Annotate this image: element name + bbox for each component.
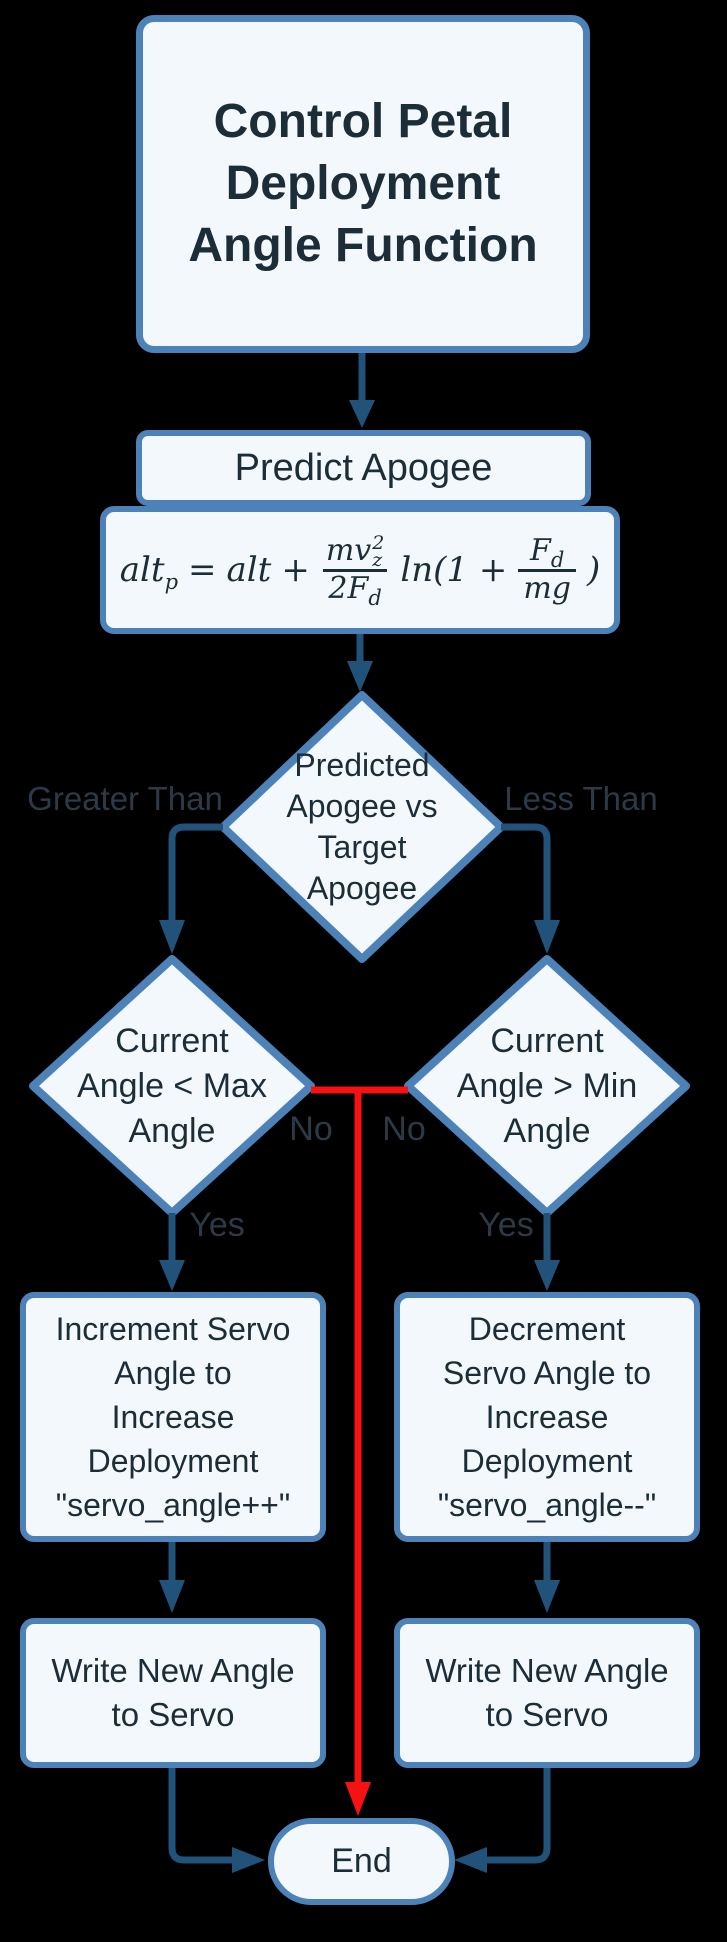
edge-title-to-predict (349, 353, 375, 428)
decision-max-label: Current Angle < Max Angle (77, 1021, 267, 1150)
formula-plus: + (281, 550, 310, 590)
edge-decrement-to-write (534, 1542, 560, 1613)
edge-label-no-right: No (382, 1110, 426, 1148)
edge-label-less-than: Less Than (504, 780, 658, 817)
edge-label-yes-left: Yes (189, 1206, 245, 1244)
formula-ln: ln(1 + (400, 550, 508, 590)
decrement-node: Decrement Servo Angle to Increase Deploy… (394, 1292, 700, 1542)
edge-greater-than (159, 823, 223, 954)
edge-less-than (501, 823, 560, 954)
formula-alt: alt (226, 550, 272, 590)
increment-node: Increment Servo Angle to Increase Deploy… (20, 1292, 326, 1542)
write-servo-left-node: Write New Angle to Servo (20, 1618, 326, 1768)
edge-write-left-to-end (168, 1768, 265, 1873)
edge-formula-to-decision (347, 632, 373, 692)
edge-yes-right (534, 1213, 560, 1291)
end-node: End (268, 1818, 455, 1905)
edge-no-to-end (311, 1086, 408, 1816)
decision-apogee-label: Predicted Apogee vs Target Apogee (286, 747, 438, 906)
edge-label-greater-than: Greater Than (27, 780, 223, 817)
formula-fraction-2: Fd mg (518, 533, 576, 606)
decision-apogee-shape (219, 691, 505, 963)
edge-increment-to-write (159, 1542, 185, 1613)
edge-label-no-left: No (289, 1110, 333, 1148)
start-node: Control Petal Deployment Angle Function (136, 15, 590, 353)
edge-write-right-to-end (454, 1768, 551, 1873)
formula-close-paren: ) (586, 550, 601, 590)
formula-equals: = (188, 550, 217, 590)
write-servo-right-node: Write New Angle to Servo (394, 1618, 700, 1768)
decision-min-label: Current Angle > Min Angle (456, 1021, 638, 1150)
edge-yes-left (159, 1213, 185, 1291)
formula-lhs: altp (119, 550, 179, 594)
edge-label-yes-right: Yes (478, 1206, 534, 1244)
predict-apogee-node: Predict Apogee (136, 430, 591, 506)
